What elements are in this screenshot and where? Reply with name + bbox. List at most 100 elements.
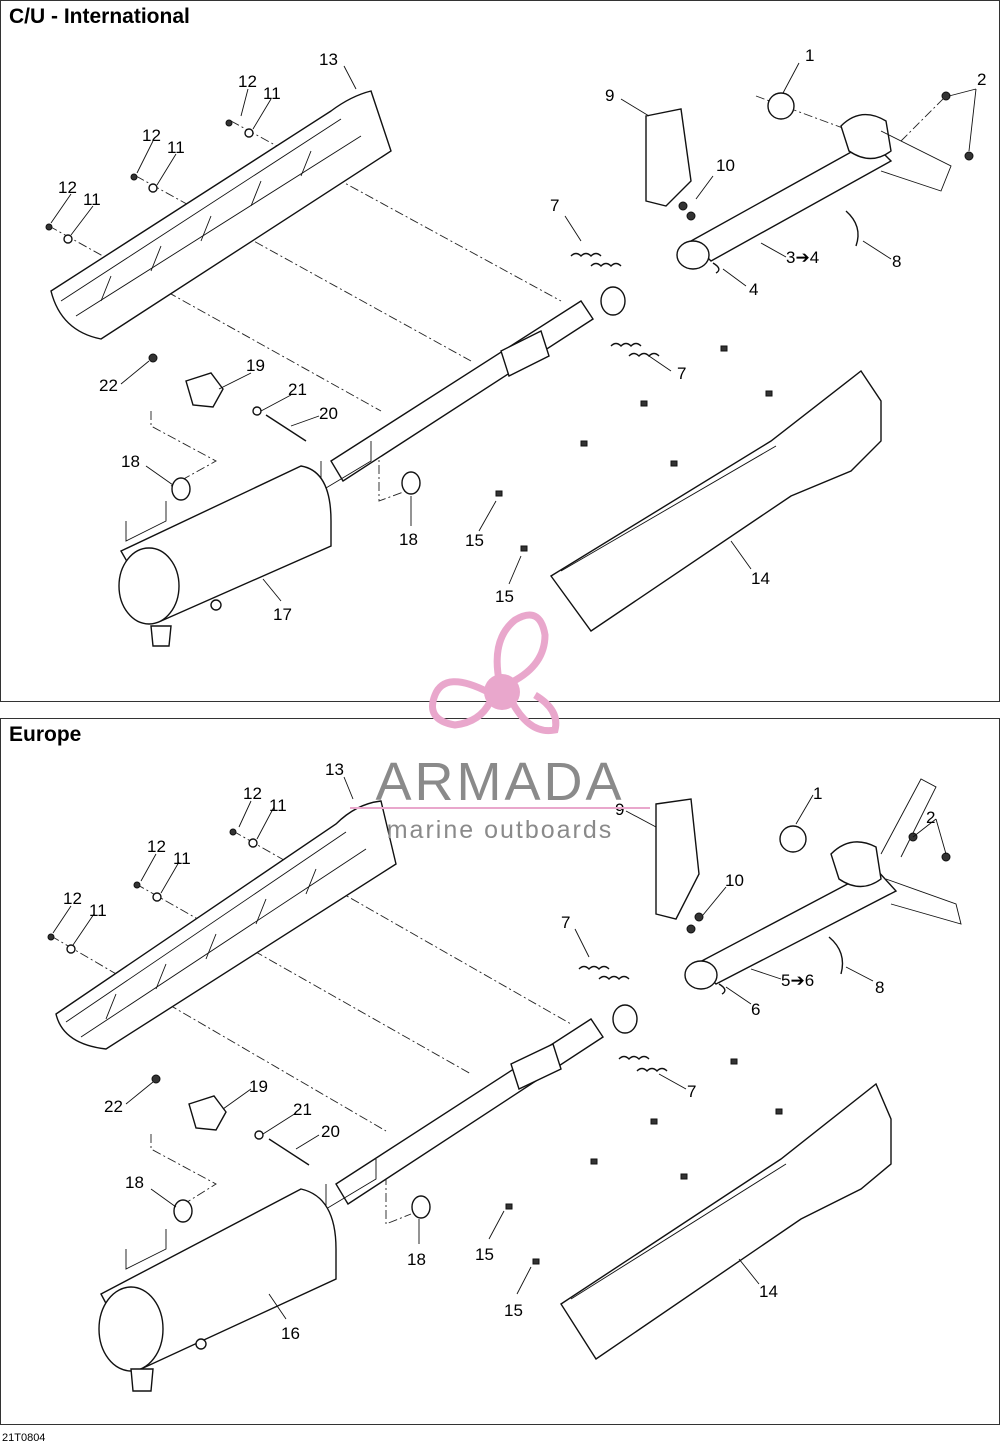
cover-14 bbox=[560, 1082, 892, 1360]
figure-code: 21T0804 bbox=[2, 1432, 46, 1444]
exhaust-pipe-3 bbox=[676, 113, 952, 270]
bracket-19 bbox=[185, 372, 224, 408]
washer-21 bbox=[252, 406, 262, 416]
heat-shield-13 bbox=[55, 800, 397, 1050]
callout-8: 8 bbox=[892, 252, 901, 271]
callout-11b: 11 bbox=[173, 849, 191, 868]
nut-22 bbox=[148, 353, 158, 363]
exhaust-system-drawing: 13 1 2 9 10 5➔6 6 8 7 7 12 11 12 11 12 1… bbox=[47, 760, 962, 1392]
callout-12a: 12 bbox=[238, 72, 257, 91]
bracket-19 bbox=[188, 1095, 227, 1131]
callout-20: 20 bbox=[319, 404, 338, 423]
screws-washers bbox=[47, 828, 258, 954]
callout-6: 6 bbox=[751, 1000, 760, 1019]
springs-7 bbox=[578, 965, 668, 1072]
callout-12a: 12 bbox=[243, 784, 262, 803]
callout-12b: 12 bbox=[147, 837, 166, 856]
heat-shield-13 bbox=[50, 90, 392, 340]
callout-11b: 11 bbox=[167, 138, 185, 157]
callout-20: 20 bbox=[321, 1122, 340, 1141]
callout-18b: 18 bbox=[399, 530, 418, 549]
callout-15a: 15 bbox=[475, 1245, 494, 1264]
callout-22: 22 bbox=[104, 1097, 123, 1116]
callout-12b: 12 bbox=[142, 126, 161, 145]
rubber-mount-18a bbox=[171, 477, 191, 501]
callout-12c: 12 bbox=[63, 889, 82, 908]
callout-13: 13 bbox=[319, 50, 338, 69]
callout-19: 19 bbox=[246, 356, 265, 375]
callout-7a: 7 bbox=[561, 913, 570, 932]
leader-lines bbox=[50, 62, 977, 602]
callout-4: 4 bbox=[749, 280, 758, 299]
diagram-panel-europe: Europe bbox=[0, 718, 1000, 1425]
callout-17: 17 bbox=[273, 605, 292, 624]
callout-19: 19 bbox=[249, 1077, 268, 1096]
callout-9: 9 bbox=[605, 86, 614, 105]
callout-10: 10 bbox=[725, 871, 744, 890]
rubber-mount-18b bbox=[411, 1195, 431, 1219]
diagram-panel-cu-international: C/U - International bbox=[0, 0, 1000, 702]
exhaust-pipe-5 bbox=[684, 778, 962, 990]
callout-11a: 11 bbox=[263, 84, 281, 103]
callout-7a: 7 bbox=[550, 196, 559, 215]
rubber-mount-18b bbox=[401, 471, 421, 495]
clamp-6 bbox=[718, 983, 726, 995]
callout-18b: 18 bbox=[407, 1250, 426, 1269]
callout-14: 14 bbox=[759, 1282, 778, 1301]
nut-2b bbox=[941, 852, 951, 862]
bolt-10a bbox=[694, 912, 704, 922]
callout-11a: 11 bbox=[269, 796, 287, 815]
bolt-20 bbox=[265, 414, 307, 442]
rubber-mount-18a bbox=[173, 1199, 193, 1223]
exhaust-system-drawing: 13 1 2 9 10 3➔4 4 8 7 7 12 11 12 11 12 1… bbox=[45, 46, 986, 647]
muffler-17 bbox=[118, 465, 332, 647]
screws-washers bbox=[45, 119, 254, 244]
nut-22 bbox=[151, 1074, 161, 1084]
bracket-9 bbox=[655, 798, 700, 920]
callout-21: 21 bbox=[288, 380, 307, 399]
panel-title: Europe bbox=[9, 723, 82, 746]
tailpipe bbox=[320, 286, 626, 492]
callout-15b: 15 bbox=[495, 587, 514, 606]
callout-1: 1 bbox=[805, 46, 814, 65]
panel-title: C/U - International bbox=[9, 5, 190, 28]
callout-7b: 7 bbox=[687, 1082, 696, 1101]
washer-21 bbox=[254, 1130, 264, 1140]
callout-11c: 11 bbox=[89, 901, 107, 920]
tailpipe bbox=[325, 1004, 638, 1210]
nut-2b bbox=[964, 151, 974, 161]
springs-7 bbox=[570, 252, 660, 357]
callout-15b: 15 bbox=[504, 1301, 523, 1320]
callout-12c: 12 bbox=[58, 178, 77, 197]
bolt-10b bbox=[686, 211, 696, 221]
callout-10: 10 bbox=[716, 156, 735, 175]
callout-18a: 18 bbox=[121, 452, 140, 471]
bracket-9 bbox=[645, 108, 692, 207]
nut-2a bbox=[941, 91, 951, 101]
callout-21: 21 bbox=[293, 1100, 312, 1119]
hose-8 bbox=[828, 936, 844, 975]
callout-15a: 15 bbox=[465, 531, 484, 550]
leader-lines bbox=[52, 776, 947, 1320]
bolt-10b bbox=[686, 924, 696, 934]
clips-15 bbox=[505, 1058, 783, 1265]
bolt-20 bbox=[268, 1138, 310, 1166]
callout-2: 2 bbox=[926, 808, 935, 827]
callout-9: 9 bbox=[615, 800, 624, 819]
callout-13: 13 bbox=[325, 760, 344, 779]
callout-16: 16 bbox=[281, 1324, 300, 1343]
callout-11c: 11 bbox=[83, 190, 101, 209]
callout-7b: 7 bbox=[677, 364, 686, 383]
callout-14: 14 bbox=[751, 569, 770, 588]
clips-15 bbox=[495, 345, 773, 552]
gasket-1 bbox=[767, 92, 795, 120]
hose-8 bbox=[845, 210, 859, 247]
callout-22: 22 bbox=[99, 376, 118, 395]
callout-8: 8 bbox=[875, 978, 884, 997]
callout-18a: 18 bbox=[125, 1173, 144, 1192]
clamp-4 bbox=[712, 262, 720, 274]
callout-1: 1 bbox=[813, 784, 822, 803]
muffler-16 bbox=[98, 1188, 337, 1392]
callout-3-4: 3➔4 bbox=[786, 248, 819, 267]
bolt-10a bbox=[678, 201, 688, 211]
